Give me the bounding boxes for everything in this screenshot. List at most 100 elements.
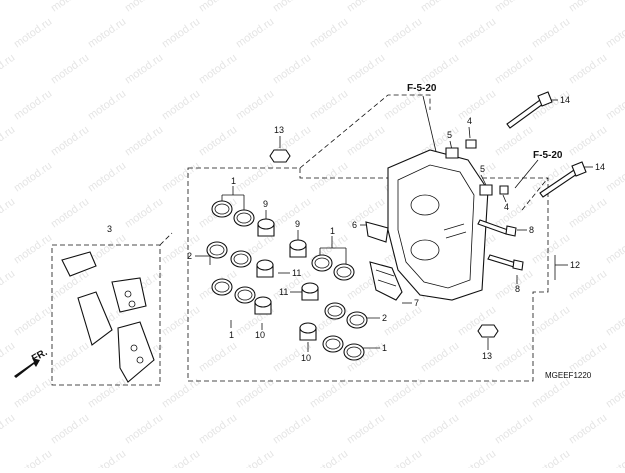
pad-spring [369, 261, 403, 301]
watermark-text: motod.ru [456, 16, 498, 51]
watermark-text: motod.ru [308, 448, 350, 468]
watermark-text: motod.ru [493, 0, 535, 14]
callout-4: 4 [504, 202, 509, 212]
callout-12: 12 [570, 260, 580, 270]
watermark-text: motod.ru [123, 124, 165, 159]
watermark-text: motod.ru [86, 160, 128, 195]
watermark-text: motod.ru [197, 340, 239, 375]
callout-2: 2 [187, 251, 192, 261]
watermark-text: motod.ru [160, 448, 202, 468]
piston-seal-set-upper [206, 200, 256, 304]
watermark-text: motod.ru [12, 376, 54, 411]
caliper-body [387, 149, 489, 301]
watermark-text: motod.ru [493, 124, 535, 159]
watermark-text: motod.ru [567, 412, 609, 447]
callout-1: 1 [330, 226, 335, 236]
callout-2: 2 [382, 313, 387, 323]
callout-1: 1 [231, 176, 236, 186]
callout-8: 8 [515, 284, 520, 294]
watermark-text: motod.ru [419, 340, 461, 375]
watermark-text: motod.ru [49, 412, 91, 447]
watermark-text: motod.ru [271, 196, 313, 231]
watermark-text: motod.ru [123, 52, 165, 87]
callout-14: 14 [595, 162, 605, 172]
watermark-text: motod.ru [0, 196, 17, 231]
watermark-text: motod.ru [49, 196, 91, 231]
watermark-text: motod.ru [160, 16, 202, 51]
callout-6: 6 [352, 220, 357, 230]
watermark-text: motod.ru [419, 0, 461, 14]
pad-pin-plug [365, 221, 389, 243]
callout-1: 1 [229, 330, 234, 340]
callouts: 1 1 1 1 2 2 3 4 4 5 5 6 7 8 8 9 9 10 10 … [107, 95, 605, 363]
watermark-text: motod.ru [567, 268, 609, 303]
watermark-text: motod.ru [345, 412, 387, 447]
watermark-text: motod.ru [604, 232, 625, 267]
watermark-text: motod.ru [160, 232, 202, 267]
callout-10: 10 [301, 353, 311, 363]
pad-set-outline [51, 244, 161, 386]
watermark-text: motod.ru [197, 52, 239, 87]
watermark-text: motod.ru [0, 268, 17, 303]
callout-11: 11 [279, 287, 288, 297]
watermark-text: motod.ru [530, 16, 572, 51]
watermark-text: motod.ru [160, 88, 202, 123]
watermark-text: motod.ru [345, 0, 387, 14]
watermark-text: motod.ru [308, 88, 350, 123]
pistons-upper [254, 218, 275, 315]
watermark-text: motod.ru [419, 412, 461, 447]
piston-seal-set-lower [289, 239, 368, 361]
watermark-text: motod.ru [271, 0, 313, 14]
watermark-text: motod.ru [271, 52, 313, 87]
caliper-bolts [477, 91, 587, 271]
callout-1: 1 [382, 343, 387, 353]
watermark-text: motod.ru [604, 448, 625, 468]
callout-13: 13 [482, 351, 492, 361]
callout-8: 8 [529, 225, 534, 235]
watermark-text: motod.ru [86, 88, 128, 123]
watermark-text: motod.ru [197, 412, 239, 447]
callout-10: 10 [255, 330, 265, 340]
bleeder-valves [445, 139, 509, 196]
watermark-text: motod.ru [382, 304, 424, 339]
callout-7: 7 [414, 298, 419, 308]
caliper-group-outline-top [299, 94, 431, 169]
watermark-text: motod.ru [345, 124, 387, 159]
watermark-text: motod.ru [271, 412, 313, 447]
watermark-text: motod.ru [0, 412, 17, 447]
watermark-text: motod.ru [382, 16, 424, 51]
watermark-text: motod.ru [123, 196, 165, 231]
watermark-text: motod.ru [530, 448, 572, 468]
watermark-text: motod.ru [49, 124, 91, 159]
watermark-text: motod.ru [234, 160, 276, 195]
watermark-text: motod.ru [530, 232, 572, 267]
watermark-text: motod.ru [567, 52, 609, 87]
watermark-text: motod.ru [308, 16, 350, 51]
callout-9: 9 [295, 219, 300, 229]
watermark-text: motod.ru [234, 16, 276, 51]
callout-5: 5 [447, 130, 452, 140]
watermark-text: motod.ru [493, 52, 535, 87]
watermark-text: motod.ru [604, 304, 625, 339]
watermark-text: motod.ru [49, 340, 91, 375]
watermark-text: motod.ru [567, 340, 609, 375]
watermark-text: motod.ru [382, 448, 424, 468]
watermark-text: motod.ru [0, 340, 17, 375]
watermark-text: motod.ru [456, 448, 498, 468]
watermark-text: motod.ru [493, 340, 535, 375]
watermark-text: motod.ru [604, 16, 625, 51]
watermark-text: motod.ru [197, 124, 239, 159]
callout-14: 14 [560, 95, 570, 105]
watermark-text: motod.ru [493, 412, 535, 447]
watermark-text: motod.ru [308, 160, 350, 195]
callout-4: 4 [467, 116, 472, 126]
watermark-text: motod.ru [49, 0, 91, 14]
watermark-text: motod.ru [604, 160, 625, 195]
watermark-text: motod.ru [160, 304, 202, 339]
watermark-text: motod.ru [0, 124, 17, 159]
watermark-text: motod.ru [197, 0, 239, 14]
nuts [269, 149, 499, 338]
pad-set-outline-top [159, 232, 173, 246]
caliper-group-outline-right [521, 177, 549, 211]
